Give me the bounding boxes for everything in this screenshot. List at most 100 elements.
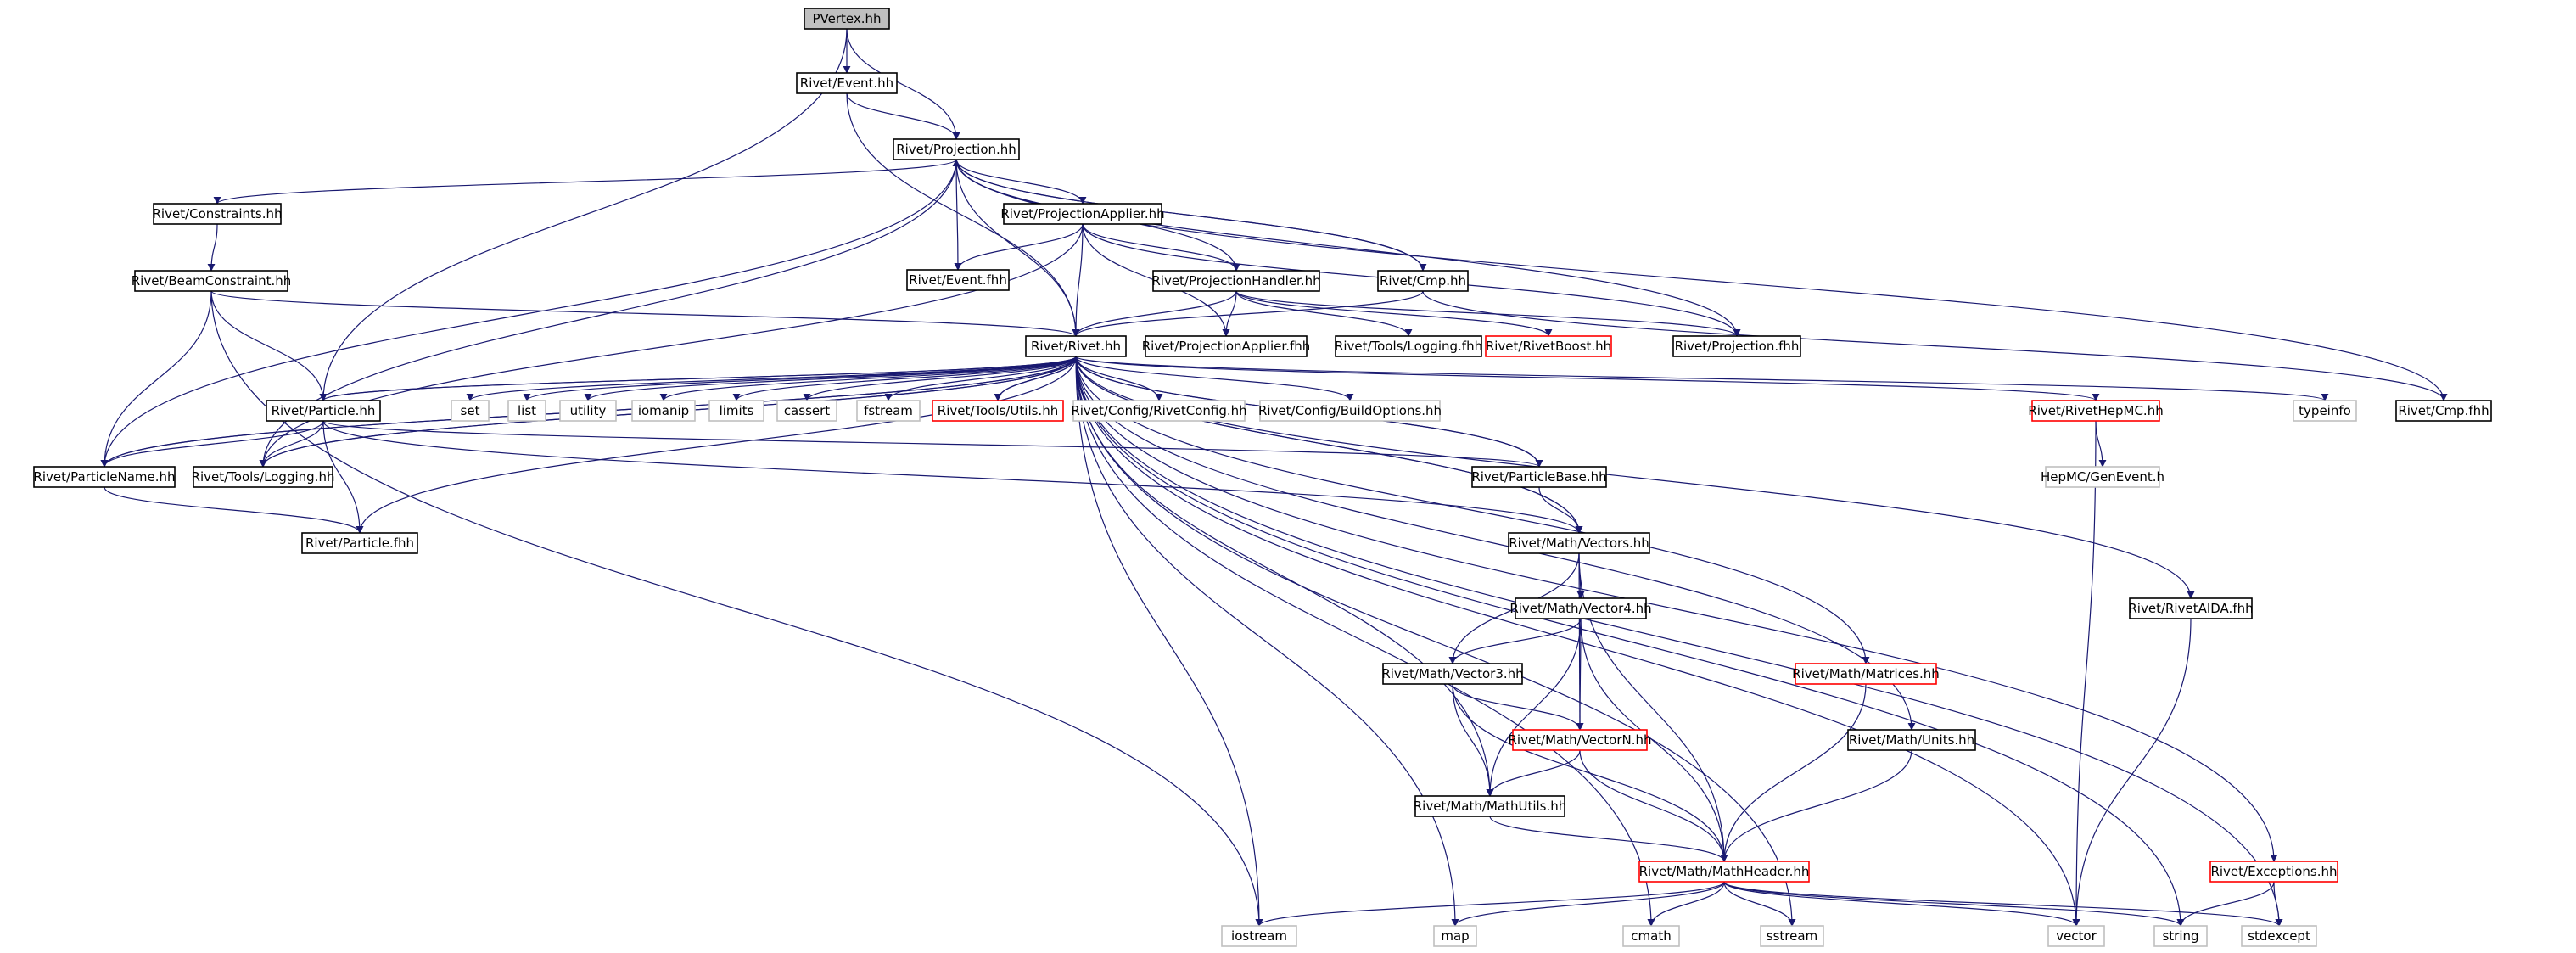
node-label: Rivet/ParticleName.hh <box>33 469 175 485</box>
node-projhandler[interactable]: Rivet/ProjectionHandler.hh <box>1151 270 1321 292</box>
node-units[interactable]: Rivet/Math/Units.hh <box>1847 729 1976 751</box>
node-sstream: sstream <box>1760 925 1824 947</box>
edge-rivet-to-mathutils <box>1075 356 1494 797</box>
node-projapplierfhh[interactable]: Rivet/ProjectionApplier.fhh <box>1142 335 1311 357</box>
node-hepmcgenevent: HepMC/GenEvent.h <box>2041 466 2164 488</box>
edge-vector4-to-vectorn <box>1576 618 1584 731</box>
node-iomanip: iomanip <box>631 400 696 422</box>
edge-projhandler-to-projapplierfhh <box>1222 290 1237 337</box>
node-label: Rivet/Event.hh <box>800 76 893 91</box>
edge-vectors-to-rivet <box>1072 356 1580 534</box>
node-label: Rivet/Cmp.hh <box>1380 273 1466 289</box>
node-mathheader[interactable]: Rivet/Math/MathHeader.hh <box>1638 861 1810 883</box>
node-vector3[interactable]: Rivet/Math/Vector3.hh <box>1381 663 1524 685</box>
edge-cmp-to-rivet <box>1072 290 1424 337</box>
edge-matrices-to-mathheader <box>1720 683 1867 862</box>
node-beamconstraint[interactable]: Rivet/BeamConstraint.hh <box>132 270 292 292</box>
edge-pvertex-to-particle <box>319 28 848 401</box>
node-fstream: fstream <box>856 400 921 422</box>
node-eventfhh[interactable]: Rivet/Event.fhh <box>906 269 1010 291</box>
edge-vectorn-to-mathutils <box>1486 749 1581 797</box>
edge-particle-to-particlefhh <box>322 420 364 534</box>
node-label: iostream <box>1231 928 1287 944</box>
node-particlename[interactable]: Rivet/ParticleName.hh <box>33 466 176 488</box>
node-cmp[interactable]: Rivet/Cmp.hh <box>1377 270 1469 292</box>
edge-particlefhh-to-rivet <box>359 356 1080 534</box>
node-label: Rivet/Config/RivetConfig.hh <box>1071 403 1246 418</box>
node-rivetboost[interactable]: Rivet/RivetBoost.hh <box>1485 335 1612 357</box>
edges-layer <box>100 28 2448 927</box>
node-particle[interactable]: Rivet/Particle.hh <box>266 400 381 422</box>
node-particlebase[interactable]: Rivet/ParticleBase.hh <box>1471 466 1607 488</box>
edge-mathheader-to-iostream <box>1255 881 1725 927</box>
node-projfhh[interactable]: Rivet/Projection.fhh <box>1672 335 1801 357</box>
node-constraints[interactable]: Rivet/Constraints.hh <box>153 203 283 225</box>
node-label: Rivet/Math/Vector4.hh <box>1509 601 1651 616</box>
edge-projapplier-to-rivet <box>1072 223 1084 337</box>
edge-particle-to-vectors <box>322 420 1583 534</box>
node-rivet[interactable]: Rivet/Rivet.hh <box>1025 335 1127 357</box>
node-label: cmath <box>1631 928 1671 944</box>
node-label: string <box>2162 928 2198 944</box>
edge-rivethepmc-to-hepmcgenevent <box>2095 420 2107 468</box>
node-pvertex[interactable]: PVertex.hh <box>804 8 890 30</box>
node-label: Rivet/Math/Matrices.hh <box>1792 666 1940 681</box>
edge-rivet-to-utility <box>584 356 1077 401</box>
node-label: Rivet/Particle.hh <box>272 403 376 418</box>
edge-cmp-to-projection <box>952 159 1424 272</box>
edge-rivet-to-cmath <box>1075 356 1655 927</box>
node-matrices[interactable]: Rivet/Math/Matrices.hh <box>1792 663 1940 685</box>
node-toolslogfhh[interactable]: Rivet/Tools/Logging.fhh <box>1335 335 1482 357</box>
edge-vector4-to-mathutils <box>1486 618 1582 797</box>
node-label: limits <box>720 403 754 418</box>
node-cmath: cmath <box>1622 925 1680 947</box>
edge-constraints-to-beamconstraint <box>207 223 218 272</box>
node-mathutils[interactable]: Rivet/Math/MathUtils.hh <box>1414 795 1567 817</box>
node-particlefhh[interactable]: Rivet/Particle.fhh <box>301 532 418 554</box>
node-rivetconfig: Rivet/Config/RivetConfig.hh <box>1071 400 1247 422</box>
node-projapplier[interactable]: Rivet/ProjectionApplier.hh <box>1000 203 1165 225</box>
edge-rivet-to-limits <box>732 356 1077 401</box>
node-label: typeinfo <box>2299 403 2351 418</box>
node-typeinfo: typeinfo <box>2293 400 2357 422</box>
edge-rivet-to-rivethepmc <box>1075 356 2100 401</box>
node-label: Rivet/Projection.fhh <box>1675 339 1800 354</box>
edge-projapplier-to-toolslog <box>259 223 1084 468</box>
edge-cmp-to-cmpfhh <box>1422 290 2448 401</box>
node-label: Rivet/Math/MathUtils.hh <box>1414 799 1567 814</box>
node-event[interactable]: Rivet/Event.hh <box>796 72 898 94</box>
node-rivetaida[interactable]: Rivet/RivetAIDA.fhh <box>2128 597 2254 619</box>
edge-projhandler-to-toolslogfhh <box>1235 290 1413 337</box>
node-limits: limits <box>708 400 764 422</box>
node-vectorn[interactable]: Rivet/Math/VectorN.hh <box>1508 729 1652 751</box>
node-toolslog[interactable]: Rivet/Tools/Logging.hh <box>192 466 335 488</box>
edge-rivet-to-string <box>1075 356 2185 927</box>
node-projection[interactable]: Rivet/Projection.hh <box>893 138 1020 160</box>
edge-rivet-to-iomanip <box>659 356 1077 401</box>
node-string: string <box>2153 925 2208 947</box>
node-toolsutils[interactable]: Rivet/Tools/Utils.hh <box>932 400 1064 422</box>
node-label: Rivet/Math/Vector3.hh <box>1381 666 1523 681</box>
node-cmpfhh[interactable]: Rivet/Cmp.fhh <box>2395 400 2492 422</box>
edge-exceptions-to-stdexcept <box>2273 881 2283 927</box>
node-label: Rivet/RivetAIDA.fhh <box>2128 601 2253 616</box>
node-buildoptions: Rivet/Config/BuildOptions.hh <box>1258 400 1442 422</box>
edge-vector3-to-mathutils <box>1452 683 1494 797</box>
node-exceptions[interactable]: Rivet/Exceptions.hh <box>2209 861 2338 883</box>
edge-projection-to-projfhh <box>955 159 1741 337</box>
edge-rivet-to-list <box>523 356 1077 401</box>
edge-units-to-mathheader <box>1720 749 1912 862</box>
node-label: Rivet/RivetBoost.hh <box>1486 339 1611 354</box>
edge-mathutils-to-mathheader <box>1489 816 1728 862</box>
node-label: Rivet/RivetHepMC.hh <box>2028 403 2163 418</box>
node-label: Rivet/ProjectionApplier.hh <box>1000 206 1164 221</box>
node-map: map <box>1433 925 1477 947</box>
edge-vector4-to-mathheader <box>1580 618 1728 862</box>
edge-rivet-to-units <box>1075 356 1916 731</box>
node-label: stdexcept <box>2248 928 2310 944</box>
node-vectors[interactable]: Rivet/Math/Vectors.hh <box>1508 532 1650 554</box>
node-rivethepmc[interactable]: Rivet/RivetHepMC.hh <box>2028 400 2164 422</box>
node-vector4[interactable]: Rivet/Math/Vector4.hh <box>1509 597 1652 619</box>
node-stdexcept: stdexcept <box>2241 925 2317 947</box>
edge-rivet-to-sstream <box>1075 356 1796 927</box>
